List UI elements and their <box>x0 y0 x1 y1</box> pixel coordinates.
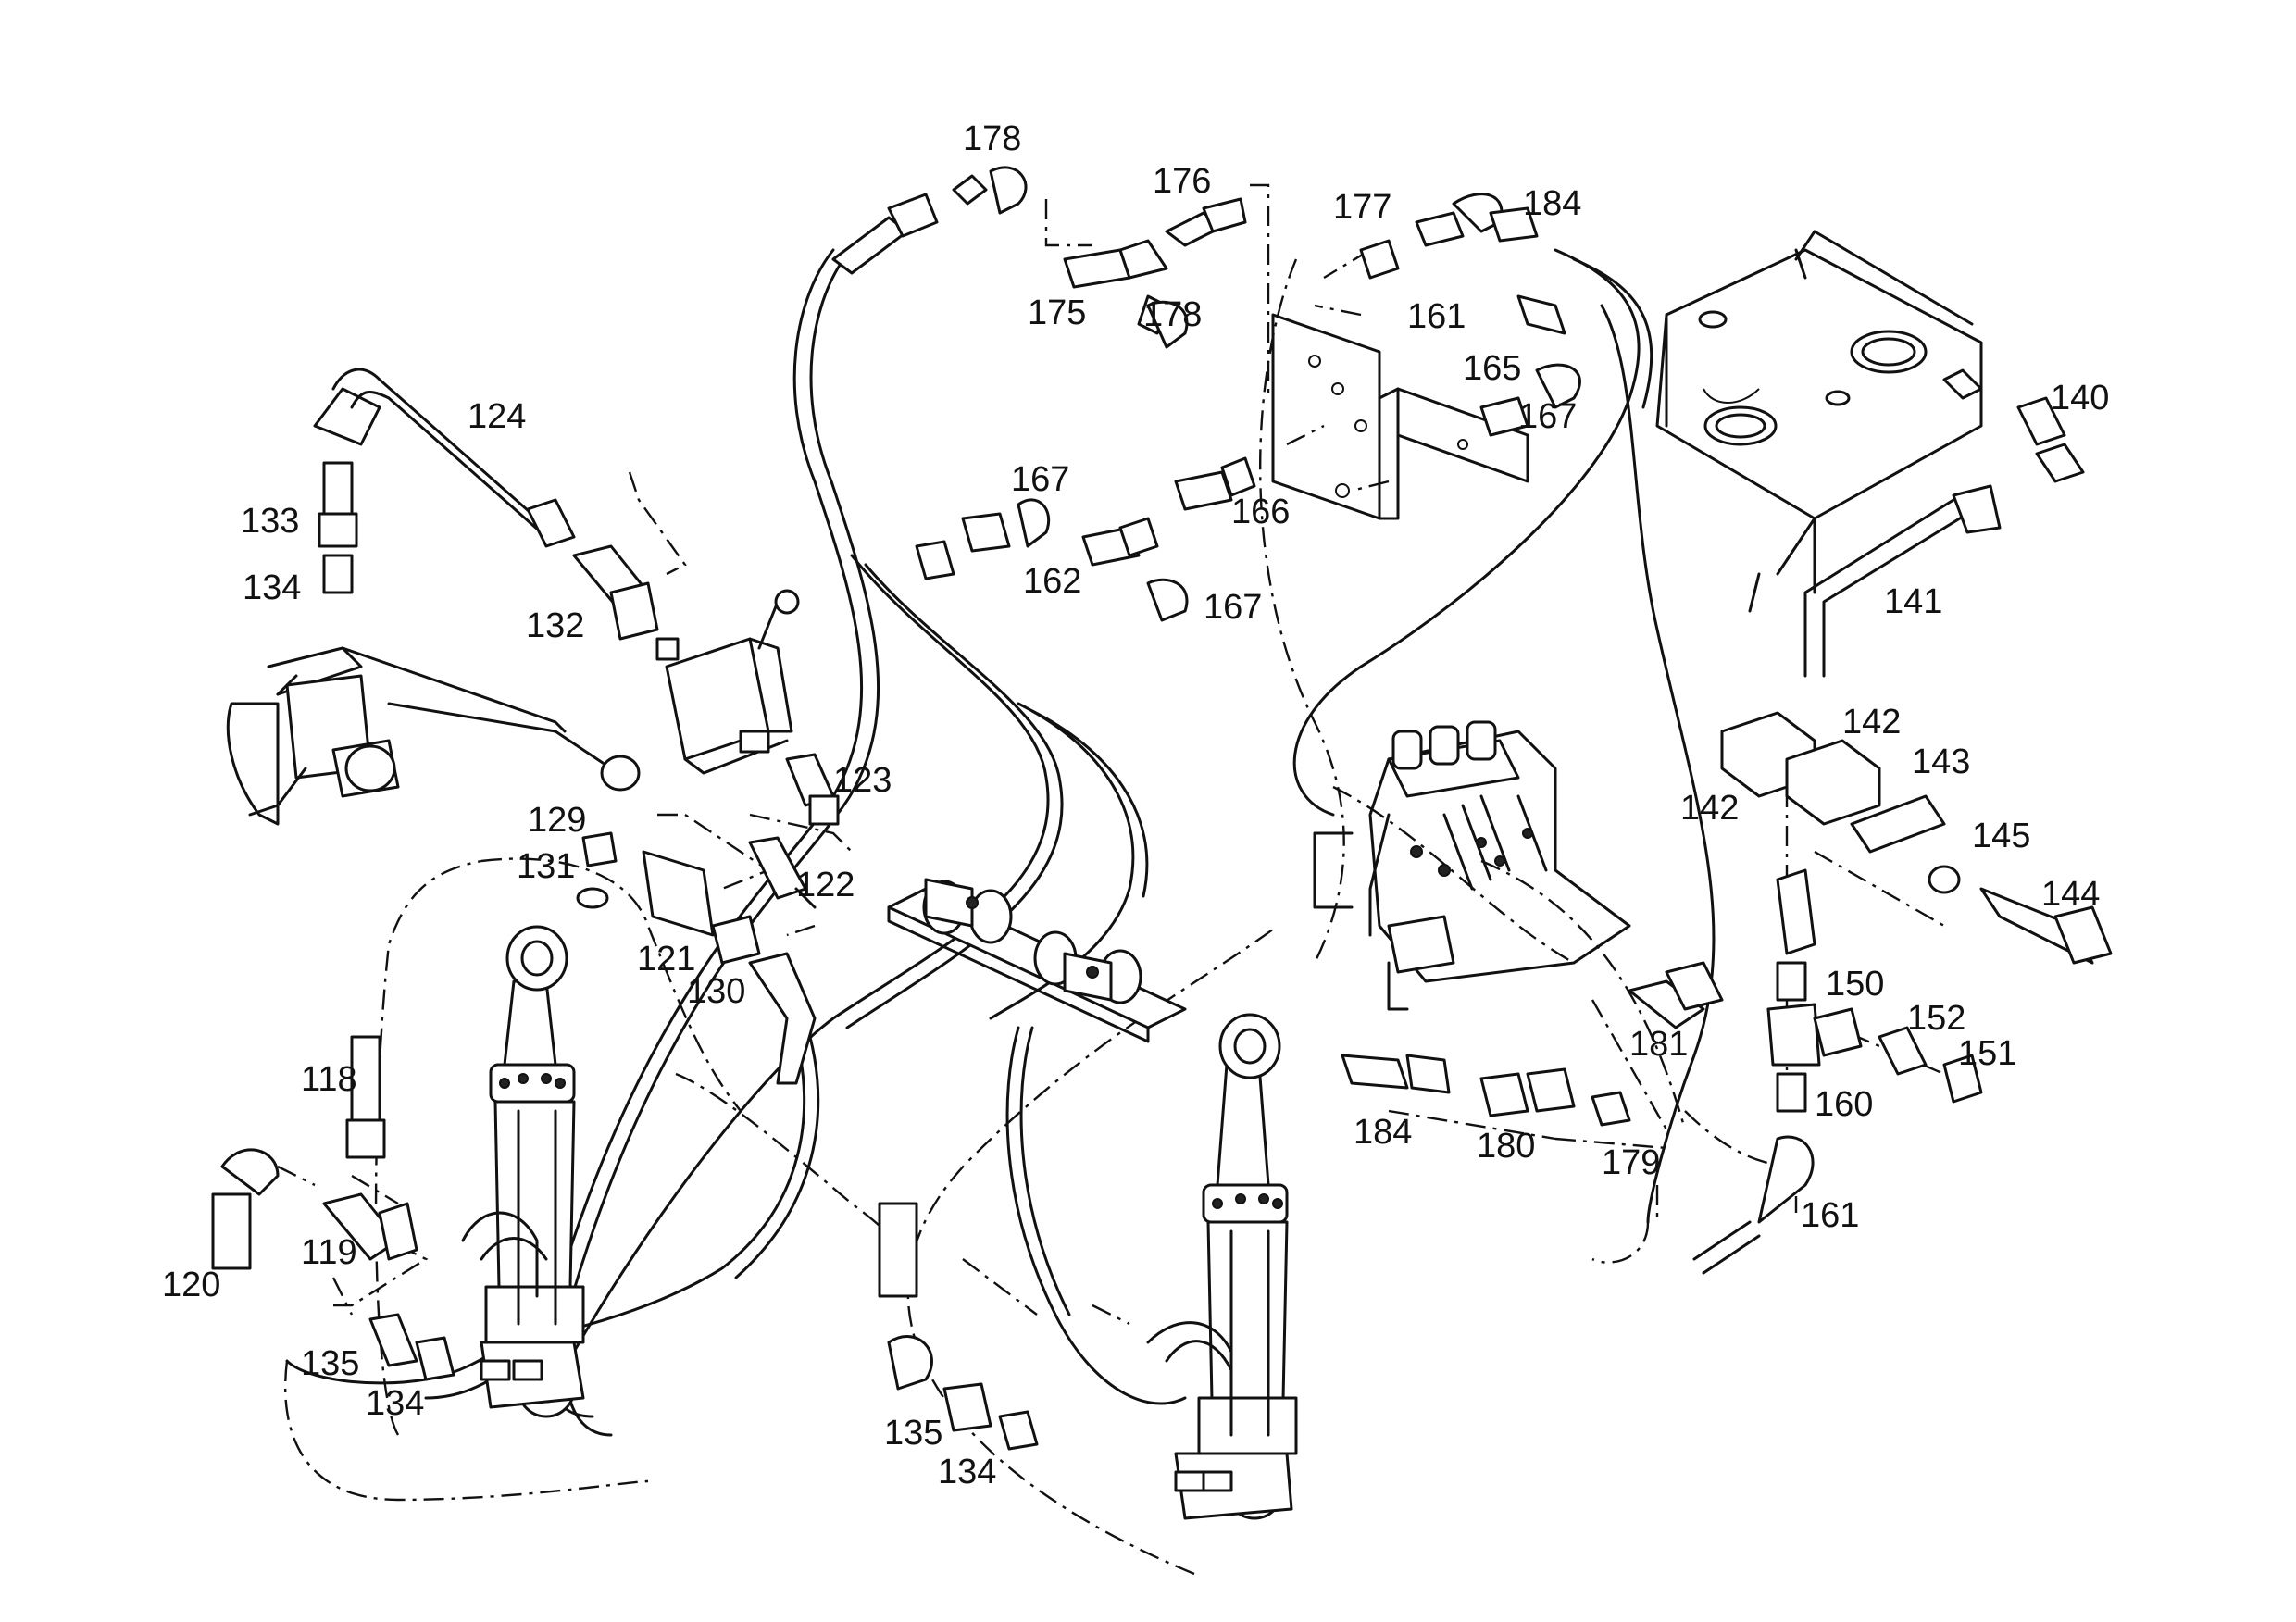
clamp-bar <box>887 878 1187 1043</box>
label-134: 134 <box>243 568 301 607</box>
label-181: 181 <box>1629 1025 1688 1064</box>
right-hydraulic-cylinder <box>1146 1013 1298 1520</box>
hose-routing-lines <box>277 183 1945 1576</box>
label-161: 161 <box>1801 1196 1859 1235</box>
label-143: 143 <box>1912 742 1970 781</box>
label-123: 123 <box>833 761 892 800</box>
label-184: 184 <box>1523 184 1581 223</box>
label-134: 134 <box>366 1384 424 1423</box>
label-135: 135 <box>884 1414 942 1453</box>
label-121: 121 <box>637 940 695 979</box>
label-161: 161 <box>1407 297 1466 336</box>
label-142: 142 <box>1842 703 1901 742</box>
label-140: 140 <box>2051 379 2109 418</box>
label-180: 180 <box>1477 1127 1535 1166</box>
control-valve-block <box>1313 720 1631 1011</box>
label-167: 167 <box>1204 588 1262 627</box>
label-177: 177 <box>1333 188 1391 227</box>
label-179: 179 <box>1602 1143 1660 1182</box>
label-178: 178 <box>1143 295 1202 334</box>
label-120: 120 <box>162 1266 220 1304</box>
label-132: 132 <box>526 606 584 645</box>
label-165: 165 <box>1463 349 1521 388</box>
label-144: 144 <box>2041 875 2100 914</box>
lever-valve <box>655 589 800 775</box>
label-142: 142 <box>1680 789 1739 828</box>
label-166: 166 <box>1231 493 1290 531</box>
label-131: 131 <box>517 847 575 886</box>
tank-block <box>1655 230 1983 613</box>
label-151: 151 <box>1958 1034 2016 1073</box>
label-141: 141 <box>1884 582 1942 621</box>
label-118: 118 <box>301 1060 357 1099</box>
label-130: 130 <box>687 972 745 1011</box>
callout-labels: 178 176 175 178 177 184 161 165 167 140 … <box>162 119 2109 1491</box>
label-150: 150 <box>1826 965 1884 1004</box>
label-160: 160 <box>1815 1085 1873 1124</box>
label-145: 145 <box>1972 817 2030 855</box>
label-184: 184 <box>1354 1113 1412 1152</box>
label-133: 133 <box>241 502 299 541</box>
label-124: 124 <box>468 397 526 436</box>
label-175: 175 <box>1028 293 1086 332</box>
label-129: 129 <box>528 801 586 840</box>
label-122: 122 <box>796 866 855 905</box>
label-162: 162 <box>1023 562 1081 601</box>
label-134: 134 <box>938 1453 996 1491</box>
label-152: 152 <box>1907 999 1965 1038</box>
label-119: 119 <box>301 1233 357 1272</box>
left-bracket-assembly <box>226 646 641 826</box>
fittings <box>211 166 2113 1451</box>
label-167: 167 <box>1518 397 1577 436</box>
left-hydraulic-cylinder <box>461 925 585 1418</box>
label-176: 176 <box>1153 162 1211 201</box>
label-167: 167 <box>1011 460 1069 499</box>
label-178: 178 <box>963 119 1021 158</box>
label-135: 135 <box>301 1344 359 1383</box>
